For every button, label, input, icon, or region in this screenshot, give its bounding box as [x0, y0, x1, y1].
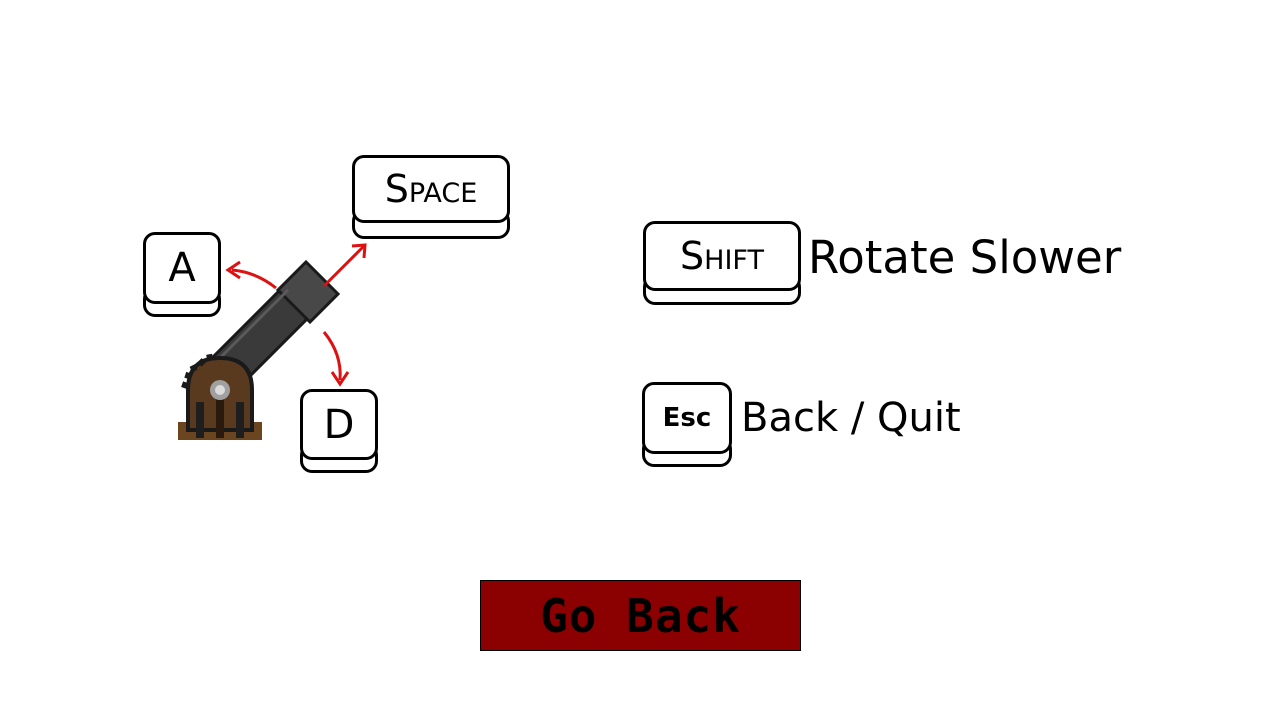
back-quit-label: Back / Quit — [741, 395, 961, 441]
key-space: Space — [352, 155, 510, 239]
key-d: D — [300, 389, 378, 473]
key-a-label: A — [168, 245, 196, 291]
key-a: A — [143, 232, 221, 317]
cannon-icon — [178, 243, 367, 440]
go-back-button[interactable]: Go Back — [480, 580, 801, 651]
rotate-slower-label: Rotate Slower — [808, 231, 1122, 284]
key-shift: Shift — [643, 221, 801, 305]
cannon-carriage — [178, 353, 262, 440]
rotate-right-arrow-icon — [322, 331, 350, 387]
key-esc-label: Esc — [662, 403, 712, 433]
fire-arrow-icon — [322, 243, 367, 288]
rotate-left-arrow-icon — [225, 260, 277, 290]
go-back-label: Go Back — [540, 588, 741, 643]
key-shift-label: Shift — [680, 234, 764, 278]
key-d-label: D — [323, 401, 355, 448]
key-esc: Esc — [642, 382, 732, 467]
key-space-label: Space — [384, 167, 478, 211]
